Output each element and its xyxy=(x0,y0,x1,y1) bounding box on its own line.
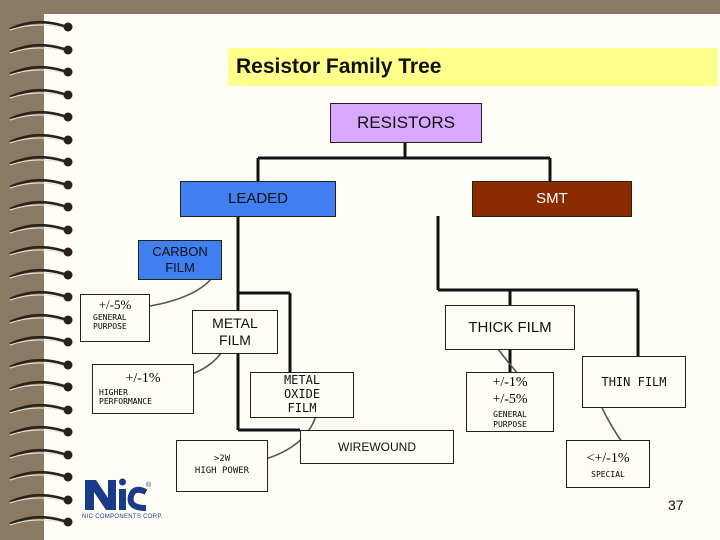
binder-ring xyxy=(9,110,73,122)
logo-mark xyxy=(85,478,148,511)
logo-caption: NIC COMPONENTS CORP. xyxy=(82,514,163,520)
logo-registered-mark: ® xyxy=(146,482,152,489)
metal-sub-label: HIGHER PERFORMANCE xyxy=(99,387,152,407)
binder-ring xyxy=(9,290,73,302)
node-thick-film: THICK FILM xyxy=(445,305,575,350)
binder-ring xyxy=(9,155,73,167)
thick-tolerance-label: +/-1% +/-5% xyxy=(492,375,528,407)
metal-tolerance-label: +/-1% xyxy=(125,371,161,386)
binder-ring xyxy=(9,65,73,77)
binder-ring xyxy=(9,223,73,234)
node-metal-tolerance: +/-1% HIGHER PERFORMANCE xyxy=(92,364,194,414)
binder-ring xyxy=(9,245,73,257)
thick-sub-label: GENERAL PURPOSE xyxy=(493,409,527,430)
binder-ring xyxy=(9,380,73,392)
node-leaded: LEADED xyxy=(180,181,336,217)
binder-ring xyxy=(9,448,73,459)
thin-tolerance-label: <+/-1% xyxy=(586,451,630,466)
node-wirewound-sub: >2W HIGH POWER xyxy=(176,440,268,492)
node-thick-tolerance: +/-1% +/-5% GENERAL PURPOSE xyxy=(466,372,554,432)
node-smt: SMT xyxy=(472,181,632,217)
node-metal-oxide: METAL OXIDE FILM xyxy=(250,372,354,418)
binder-ring xyxy=(9,43,73,54)
callout-thin-film xyxy=(601,407,623,443)
binder-ring xyxy=(9,313,73,324)
node-resistors: RESISTORS xyxy=(330,103,482,143)
company-logo: ® NIC COMPONENTS CORP. xyxy=(78,476,178,524)
node-thin-tolerance: <+/-1% SPECIAL xyxy=(566,440,650,488)
callout-metal-oxide xyxy=(261,415,317,461)
carbon-tolerance-label: +/-5% xyxy=(98,297,132,312)
node-metal-film: METAL FILM xyxy=(192,310,278,354)
node-carbon-tolerance: +/-5% GENERAL PURPOSE xyxy=(80,294,150,342)
node-thin-film: THIN FILM xyxy=(582,356,686,408)
binder-ring xyxy=(9,268,73,279)
callout-carbon xyxy=(149,277,213,307)
thin-sub-label: SPECIAL xyxy=(591,469,625,479)
carbon-sub-label: GENERAL PURPOSE xyxy=(93,312,127,332)
binder-ring xyxy=(9,88,73,99)
binder-ring xyxy=(9,178,73,189)
node-wirewound: WIREWOUND xyxy=(300,430,454,464)
binder-ring xyxy=(9,425,73,437)
binder-ring xyxy=(9,493,73,504)
binder-ring xyxy=(9,335,73,347)
binder-ring xyxy=(9,20,73,32)
binder-ring xyxy=(9,403,73,414)
binder-ring xyxy=(9,470,73,482)
node-carbon-film: CARBON FILM xyxy=(138,240,222,280)
binder-ring xyxy=(9,133,73,144)
binder-ring xyxy=(9,515,73,527)
slide-title: Resistor Family Tree xyxy=(228,48,718,86)
binder-ring xyxy=(9,358,73,369)
binder-ring xyxy=(9,200,73,212)
page-number: 37 xyxy=(668,497,684,513)
